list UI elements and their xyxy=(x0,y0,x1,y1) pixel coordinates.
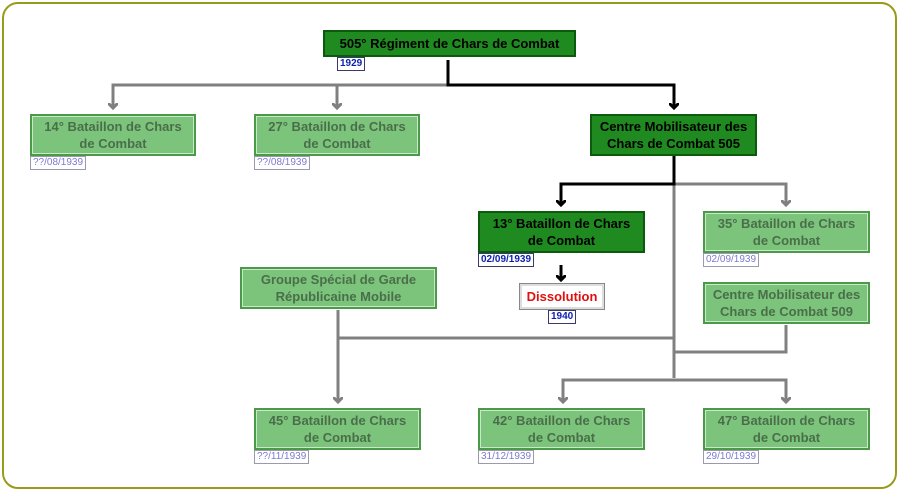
line-cm505-to-35 xyxy=(672,155,786,205)
node-13-bcc: 13° Bataillon de Chars de Combat xyxy=(478,211,645,253)
node-42-bcc-label: 42° Bataillon de Chars de Combat xyxy=(492,413,631,445)
node-27-bcc: 27° Bataillon de Chars de Combat xyxy=(254,114,420,156)
date-35-bcc: 02/09/1939 xyxy=(703,253,760,267)
line-to-42-47 xyxy=(561,378,786,402)
node-gsgrm: Groupe Spécial de Garde Républicaine Mob… xyxy=(240,267,437,309)
node-14-bcc: 14° Bataillon de Chars de Combat xyxy=(30,114,196,156)
node-gsgrm-label: Groupe Spécial de Garde Républicaine Mob… xyxy=(260,272,417,304)
line-505-to-cm505 xyxy=(446,60,674,108)
node-27-bcc-label: 27° Bataillon de Chars de Combat xyxy=(268,119,406,151)
node-42-bcc: 42° Bataillon de Chars de Combat xyxy=(478,408,645,450)
node-47-bcc-label: 47° Bataillon de Chars de Combat xyxy=(717,413,856,445)
node-dissolution-label: Dissolution xyxy=(526,289,598,304)
line-505-to-14 xyxy=(113,60,450,108)
node-13-bcc-label: 13° Bataillon de Chars de Combat xyxy=(492,216,631,248)
node-cm-509-label: Centre Mobilisateur des Chars de Combat … xyxy=(712,287,861,319)
line-cm509-down xyxy=(674,325,788,354)
date-27-bcc: ??/08/1939 xyxy=(254,156,311,170)
node-47-bcc: 47° Bataillon de Chars de Combat xyxy=(703,408,870,450)
date-47-bcc: 29/10/1939 xyxy=(703,450,760,464)
node-35-bcc-label: 35° Bataillon de Chars de Combat xyxy=(717,216,856,248)
node-505-regiment-label: 505° Régiment de Chars de Combat xyxy=(339,36,560,51)
node-cm-505: Centre Mobilisateur des Chars de Combat … xyxy=(590,114,757,156)
node-505-regiment: 505° Régiment de Chars de Combat xyxy=(323,30,576,57)
date-13-bcc: 02/09/1939 xyxy=(478,253,535,267)
node-dissolution: Dissolution xyxy=(519,283,605,310)
node-45-bcc: 45° Bataillon de Chars de Combat xyxy=(254,408,421,450)
date-45-bcc: ??/11/1939 xyxy=(254,450,310,464)
line-cm505-to-13 xyxy=(561,155,676,205)
node-35-bcc: 35° Bataillon de Chars de Combat xyxy=(703,211,870,253)
date-42-bcc: 31/12/1939 xyxy=(478,450,535,464)
node-45-bcc-label: 45° Bataillon de Chars de Combat xyxy=(268,413,407,445)
node-14-bcc-label: 14° Bataillon de Chars de Combat xyxy=(44,119,182,151)
node-cm-509: Centre Mobilisateur des Chars de Combat … xyxy=(703,282,870,324)
date-dissolution: 1940 xyxy=(548,310,577,324)
date-505-regiment: 1929 xyxy=(337,57,366,71)
date-14-bcc: ??/08/1939 xyxy=(30,156,87,170)
node-cm-505-label: Centre Mobilisateur des Chars de Combat … xyxy=(599,119,748,151)
